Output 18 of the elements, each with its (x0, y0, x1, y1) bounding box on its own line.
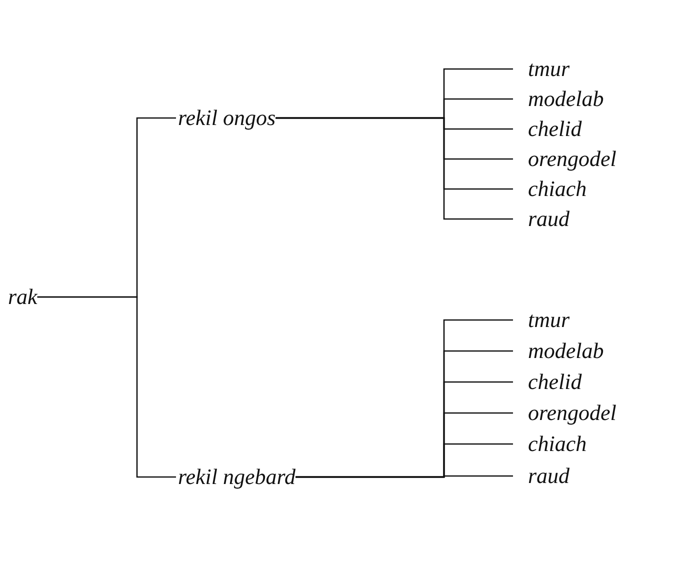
tree-branch-line (37, 296, 176, 478)
tree-node-label: rak (8, 284, 38, 310)
tree-node-label: modelab (513, 338, 604, 364)
tree-node-label: tmur (513, 56, 570, 82)
tree-node-label: raud (513, 463, 570, 489)
tree-node-label: orengodel (513, 400, 616, 426)
tree-node-label: orengodel (513, 146, 616, 172)
tree-node-label: raud (513, 206, 570, 232)
tree-node-label: chelid (513, 369, 582, 395)
tree-node-label: modelab (513, 86, 604, 112)
tree-branch-line (276, 117, 513, 220)
tree-node-label: chelid (513, 116, 582, 142)
tree-branch-line (296, 475, 513, 478)
tree-node-label: tmur (513, 307, 570, 333)
tree-node-label: rekil ongos (176, 105, 276, 131)
tree-node-label: chiach (513, 176, 587, 202)
tree-node-label: rekil ngebard (176, 464, 296, 490)
tree-node-label: chiach (513, 431, 587, 457)
